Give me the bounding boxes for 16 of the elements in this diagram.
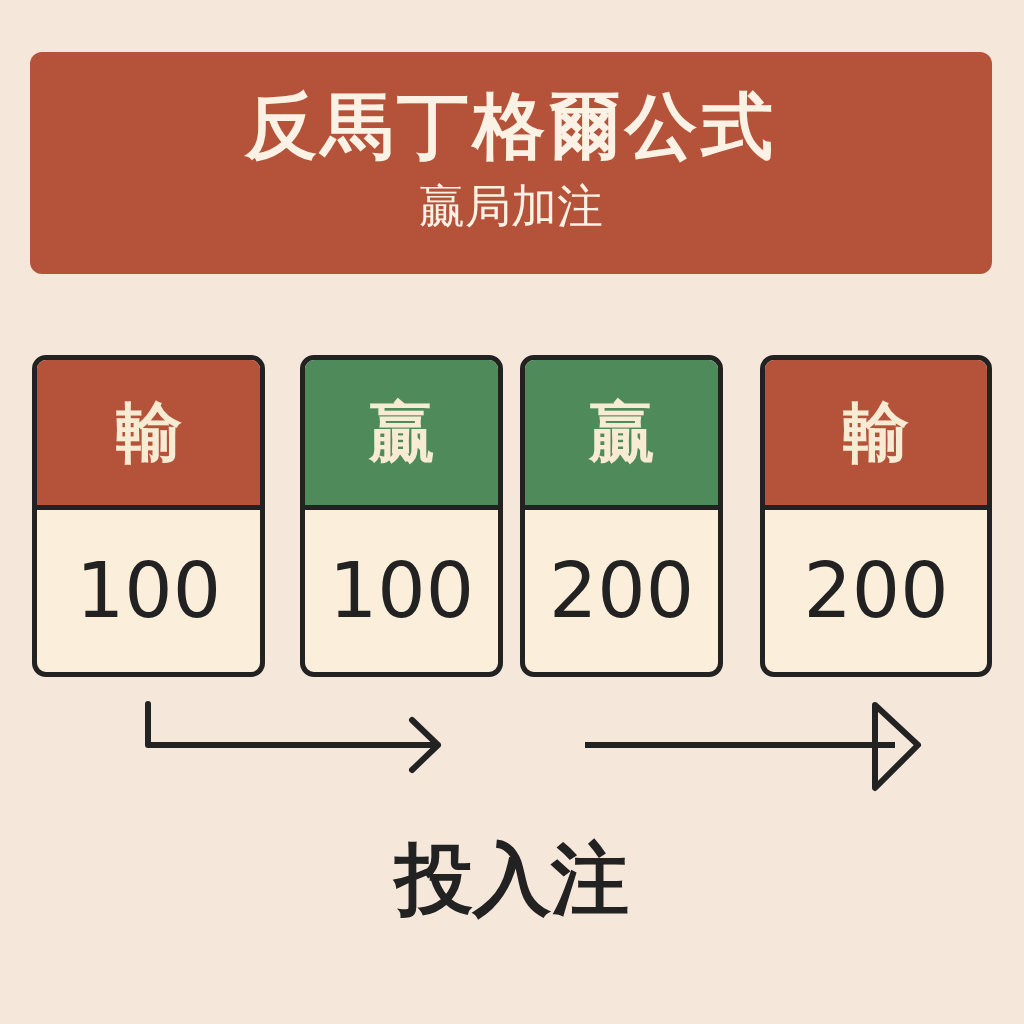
- result-text: 輸: [115, 393, 182, 473]
- subtitle-text: 贏局加注: [419, 178, 603, 236]
- result-text: 贏: [368, 393, 435, 473]
- result-card: [760, 355, 992, 677]
- result-text: 輸: [843, 393, 909, 473]
- bet-amount: 200: [803, 553, 949, 629]
- title-banner: [30, 52, 992, 274]
- title-text: 反馬丁格爾公式: [245, 90, 777, 163]
- bet-amount: 100: [75, 553, 222, 629]
- result-card: [300, 355, 503, 677]
- caption-text: 投入注: [392, 840, 630, 918]
- result-card: [520, 355, 723, 677]
- bet-amount: 200: [548, 553, 695, 629]
- bet-amount: 100: [328, 553, 475, 629]
- result-text: 贏: [588, 393, 655, 473]
- result-card: [32, 355, 265, 677]
